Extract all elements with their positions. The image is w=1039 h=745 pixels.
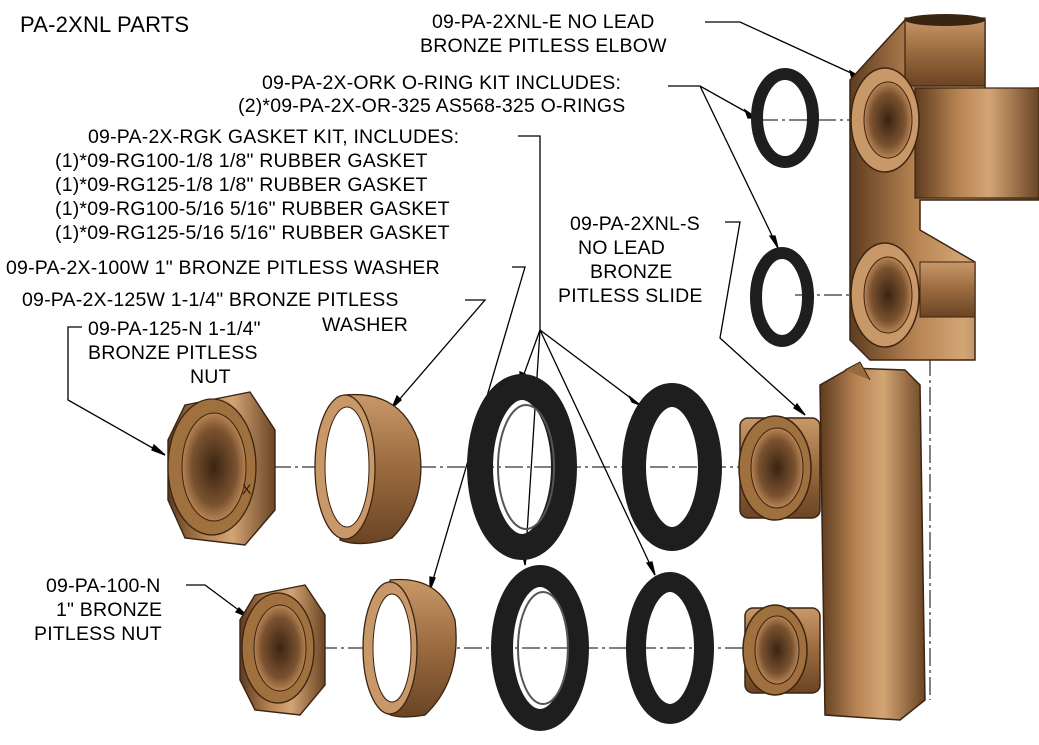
slide-label-line4: PITLESS SLIDE xyxy=(558,285,703,307)
leader-gasket-stem xyxy=(518,135,541,330)
oring-kit-label-line2: (2)*09-PA-2X-OR-325 AS568-325 O-RINGS xyxy=(238,95,626,117)
bronze-nuts: X xyxy=(167,391,326,716)
leader-washer100 xyxy=(429,266,526,591)
nut-125-label-line1: 09-PA-125-N 1-1/4" xyxy=(88,318,261,340)
nut-100-label-line1: 09-PA-100-N xyxy=(46,575,161,597)
elbow-label-line1: 09-PA-2XNL-E NO LEAD xyxy=(432,11,655,33)
diagram-title: PA-2XNL PARTS xyxy=(20,12,190,37)
nut-100-label-line3: PITLESS NUT xyxy=(34,623,162,645)
elbow-label-line2: BRONZE PITLESS ELBOW xyxy=(420,35,667,57)
svg-text:X: X xyxy=(242,481,252,497)
o-rings xyxy=(750,68,819,347)
gasket-kit-label-line1: 09-PA-2X-RGK GASKET KIT, INCLUDES: xyxy=(88,126,460,148)
rubber-gaskets xyxy=(467,374,722,731)
gasket-kit-label-line3: (1)*09-RG125-1/8 1/8" RUBBER GASKET xyxy=(55,174,428,196)
nut-125-label-line3: NUT xyxy=(190,366,231,388)
slide-label-line3: BRONZE xyxy=(590,261,673,283)
pitless-slide xyxy=(738,361,926,721)
slide-label-line1: 09-PA-2XNL-S xyxy=(570,213,700,235)
gasket-kit-label-line5: (1)*09-RG125-5/16 5/16" RUBBER GASKET xyxy=(55,222,450,244)
bronze-washers xyxy=(314,393,457,718)
gasket-kit-label-line4: (1)*09-RG100-5/16 5/16" RUBBER GASKET xyxy=(55,198,450,220)
washer-100-label: 09-PA-2X-100W 1" BRONZE PITLESS WASHER xyxy=(6,257,440,279)
nut-125-label-line2: BRONZE PITLESS xyxy=(88,342,258,364)
washer-125-label-line2: WASHER xyxy=(322,314,409,336)
leader-elbow xyxy=(705,21,863,79)
leader-washer125 xyxy=(391,299,487,409)
leader-slide xyxy=(719,221,806,416)
leader-oring-bottom xyxy=(699,85,779,249)
gasket-kit-label-line2: (1)*09-RG100-1/8 1/8" RUBBER GASKET xyxy=(55,150,428,172)
nut-100-label-line2: 1" BRONZE xyxy=(56,599,163,621)
slide-label-line2: NO LEAD xyxy=(578,237,666,259)
leader-nut100 xyxy=(186,584,249,618)
oring-kit-label-line1: 09-PA-2X-ORK O-RING KIT INCLUDES: xyxy=(262,72,622,94)
pitless-elbow xyxy=(849,14,1039,361)
washer-125-label-line1: 09-PA-2X-125W 1-1/4" BRONZE PITLESS xyxy=(22,289,399,311)
leader-nut125 xyxy=(67,326,166,456)
